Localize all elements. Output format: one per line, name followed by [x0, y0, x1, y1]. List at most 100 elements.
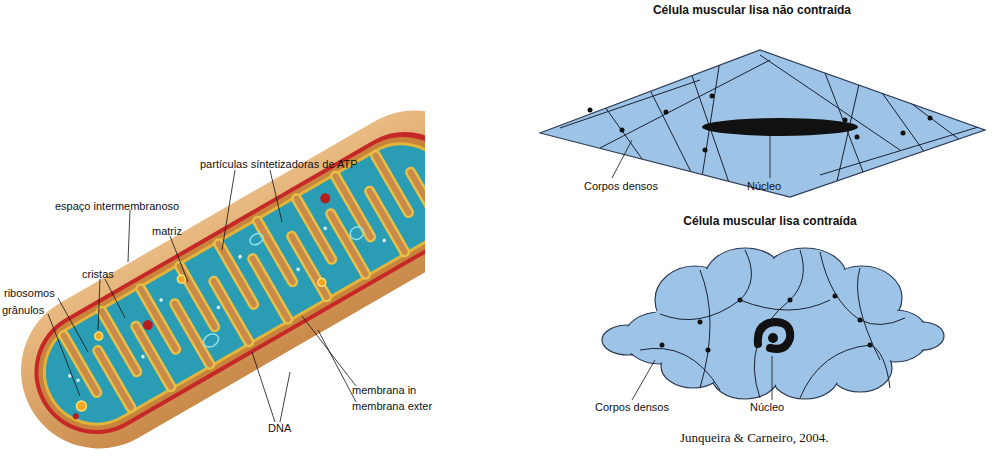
dense-bodies [588, 94, 933, 153]
crista [292, 236, 327, 297]
leader-line [612, 140, 632, 178]
filament [700, 270, 710, 388]
filament [820, 252, 905, 325]
crista [175, 304, 210, 365]
part-label: grânulos [2, 304, 44, 317]
cristae-outline [63, 143, 425, 421]
outer-membrane [12, 109, 425, 456]
cristae-fill [63, 143, 425, 421]
part-label: espaço intermembranoso [55, 200, 179, 213]
leader-line [98, 279, 100, 330]
ribosome [296, 267, 301, 272]
cell-core [650, 276, 900, 380]
outer-surface [0, 82, 425, 469]
dna-loop [248, 231, 265, 247]
red-granule [141, 318, 155, 332]
part-label: partículas síntetizadoras de ATP [200, 158, 358, 171]
granules [38, 191, 367, 428]
filament [740, 300, 830, 310]
dense-body [710, 94, 715, 99]
dense-bodies [660, 294, 873, 353]
crista [64, 335, 97, 392]
filament [858, 268, 881, 360]
part-label: Corpos densos [595, 401, 669, 414]
leader-line [105, 279, 125, 318]
nucleus-core [768, 333, 778, 343]
ribosomes [57, 186, 386, 413]
dense-body [620, 128, 625, 133]
dense-body [868, 343, 873, 348]
cell-bumps-outline [602, 248, 944, 399]
part-label: ribosomos [4, 287, 55, 300]
leader-line [770, 136, 771, 178]
crista [253, 259, 288, 320]
mitochondrion-leaders [48, 170, 356, 422]
dna-loop [348, 224, 366, 241]
filament [660, 250, 751, 320]
granule [316, 277, 327, 288]
dense-body [858, 318, 863, 323]
dense-body [901, 131, 906, 136]
part-label: Corpos densos [584, 180, 658, 193]
crista [214, 281, 249, 342]
leader-line [170, 236, 188, 282]
cell-outline [540, 50, 985, 197]
leader-line [222, 170, 235, 250]
filament-network [560, 55, 985, 200]
filament [900, 95, 960, 140]
leader-line [632, 360, 655, 400]
filament [560, 80, 700, 128]
mitochondrion-body [0, 82, 425, 469]
red-granule [72, 412, 80, 420]
ribosome [323, 226, 328, 231]
crista [64, 335, 97, 392]
crista [370, 191, 405, 252]
dense-body [833, 294, 838, 299]
part-label: membrana exter [352, 400, 432, 413]
intermembrane-space [17, 116, 425, 451]
part-label: cristas [82, 268, 114, 281]
leader-line [270, 170, 282, 222]
dense-body [928, 116, 933, 121]
ribosome [216, 305, 221, 310]
crista [411, 172, 425, 224]
ribosome [159, 298, 164, 303]
dense-body [706, 348, 711, 353]
cell-bump [902, 324, 943, 349]
mitochondrion [0, 82, 425, 469]
leader-line [280, 372, 290, 422]
dense-body [664, 110, 669, 115]
relaxed-cell [540, 50, 985, 200]
filament [690, 70, 735, 200]
source-caption: Junqueira & Carneiro, 2004. [680, 430, 828, 446]
cell-bumps-fill [604, 250, 943, 398]
filament [820, 125, 985, 175]
part-label: matriz [152, 225, 182, 238]
dense-body [660, 343, 665, 348]
ribosome [76, 378, 81, 383]
dense-body [738, 298, 743, 303]
filament [835, 80, 860, 190]
dense-body [855, 135, 860, 140]
red-granule [318, 191, 332, 205]
leader-line [318, 330, 356, 402]
crista [331, 214, 366, 275]
crista [98, 350, 131, 407]
filament-network [640, 250, 905, 398]
matrix [25, 125, 425, 443]
leader-line [252, 352, 275, 422]
contracted-cell [602, 248, 944, 400]
nucleus [758, 322, 790, 349]
dna-loops [169, 186, 376, 349]
dense-body [703, 148, 708, 153]
ribosome [238, 254, 243, 259]
dense-body [588, 108, 593, 113]
dense-body [698, 320, 703, 325]
leader-line [128, 210, 130, 262]
dna-loop [201, 331, 221, 349]
part-label: Núcleo [747, 180, 781, 193]
dense-body [788, 298, 793, 303]
figure-heading: Célula muscular lisa contraída [683, 215, 856, 228]
